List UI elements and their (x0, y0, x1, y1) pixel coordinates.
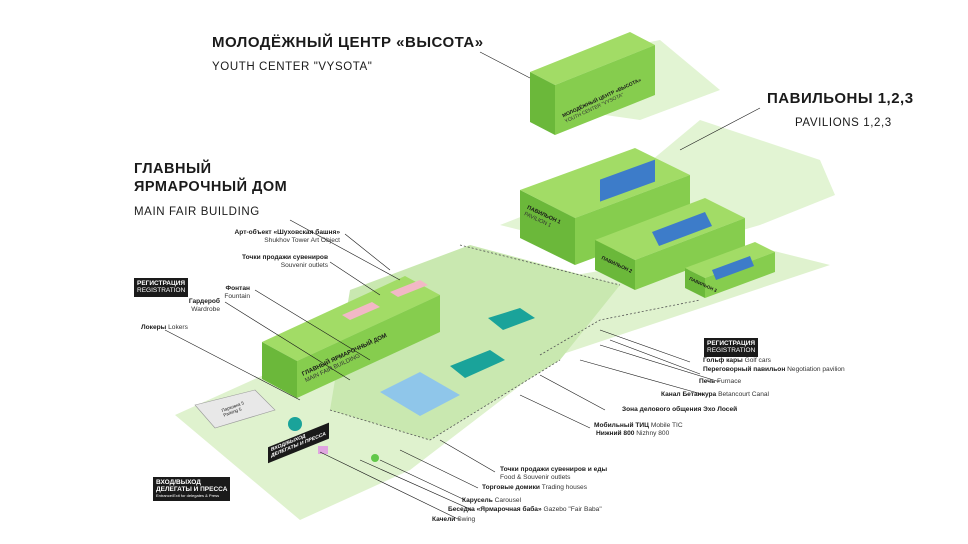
walkways (329, 244, 701, 441)
pav3-side (705, 252, 775, 298)
label-swing: Качели Swing (432, 516, 476, 523)
parking-area (194, 389, 276, 429)
main-side (297, 295, 440, 398)
youth-center-heading: МОЛОДЁЖНЫЙ ЦЕНТР «ВЫСОТА» (212, 34, 484, 51)
main-building-subheading: MAIN FAIR BUILDING (134, 206, 260, 218)
youth-front (530, 72, 555, 135)
label-mobile-tic: Мобильный ТИЦ Mobile TIC (594, 422, 683, 429)
pav2-side (635, 218, 745, 290)
label-lockers: Локеры Lokers (141, 324, 188, 331)
exhibit-teal (450, 350, 505, 378)
pav1-exhibit (600, 159, 655, 202)
label-nizhny-800: Нижний 800 Nizhny 800 (596, 430, 670, 437)
pav1-front (520, 190, 575, 265)
pavilions-heading: ПАВИЛЬОНЫ 1,2,3 (767, 90, 914, 107)
carousel-circle (371, 454, 379, 462)
pav3-exhibit (712, 256, 754, 280)
main-pink-1 (342, 302, 380, 320)
main-building-heading-2: ЯРМАРОЧНЫЙ ДОМ (134, 179, 288, 195)
label-business-zone: Зона делового общения Эхо Лосей (622, 406, 738, 413)
pav3-front (685, 268, 705, 298)
label-shukhov-tower: Арт-объект «Шуховская башня»Shukhov Towe… (234, 229, 340, 244)
exhibit-light-blue (380, 372, 460, 416)
youth-center-subheading: YOUTH CENTER "VYSOTA" (212, 61, 373, 73)
label-carousel: Карусель Carousel (462, 497, 522, 504)
pav2-exhibit (652, 212, 712, 246)
label-canal: Канал Бетанкура Betancourt Canal (661, 391, 770, 398)
main-front (262, 342, 297, 398)
main-building-heading-1: ГЛАВНЫЙ (134, 161, 212, 177)
swing-object (318, 446, 328, 454)
leader-lines (164, 51, 761, 521)
label-gazebo: Беседка «Ярмарочная баба» Gazebo "Fair B… (448, 506, 602, 513)
label-golf-cars: Гольф кары Golf cars (703, 357, 771, 364)
fountain-circle (288, 417, 302, 431)
pav2-front (595, 240, 635, 290)
label-trading-houses: Торговые домики Trading houses (482, 484, 588, 491)
youth-side (555, 45, 655, 135)
pav3-top (685, 242, 775, 278)
label-furnace: Печь Furnace (699, 378, 742, 385)
pavilions-subheading: PAVILIONS 1,2,3 (795, 117, 892, 129)
youth-top (530, 32, 655, 85)
main-pink-2 (390, 280, 428, 297)
canal (488, 308, 535, 330)
label-negotiation: Переговорный павильон Negotiation pavili… (703, 366, 845, 373)
